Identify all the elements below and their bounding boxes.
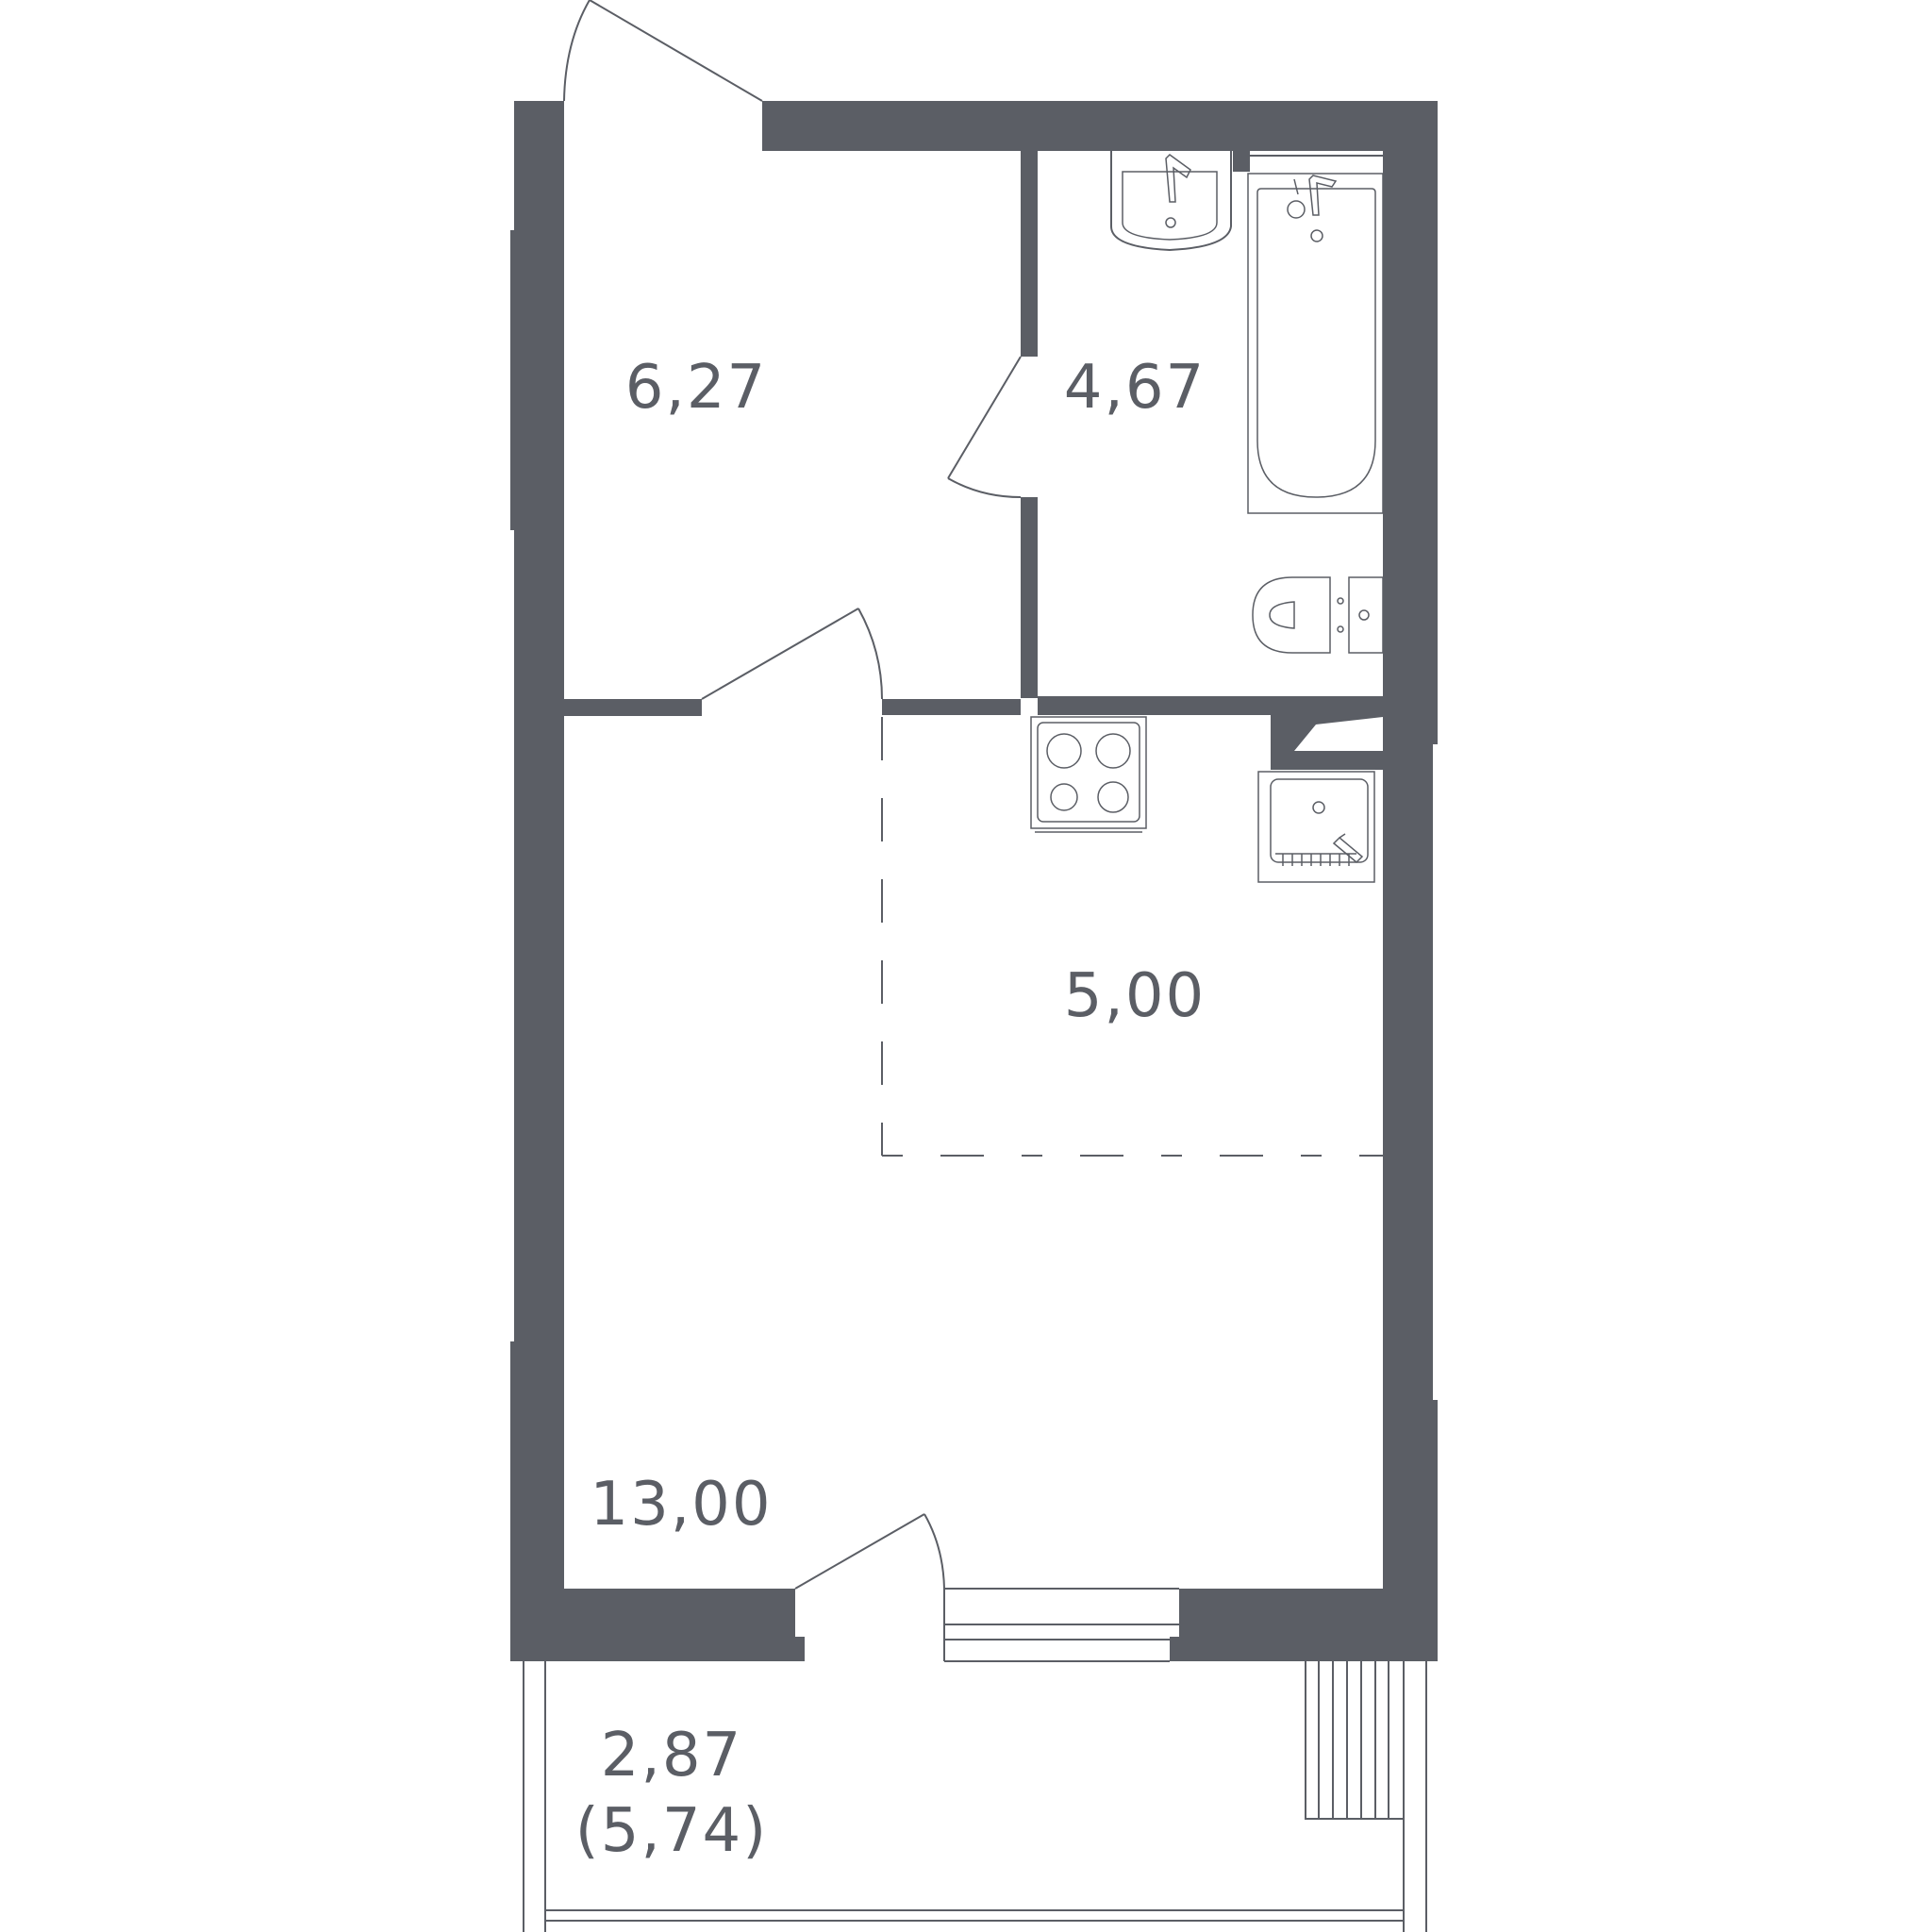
kitchen-sink-bowl [1270, 778, 1369, 863]
washbasin-tap [1165, 154, 1191, 203]
toilet-icon [1252, 576, 1331, 654]
wall-right-upper [1383, 101, 1438, 744]
kitchen-sink-icon [1257, 771, 1375, 883]
balcony [523, 1661, 1427, 1932]
room-door-leaf [701, 608, 859, 700]
wall-left-upper [514, 101, 564, 230]
bathtub-icon [1256, 188, 1376, 498]
toilet-button-3 [1358, 609, 1370, 621]
kitchen-sink-tap [1332, 833, 1364, 864]
stove-burner-1 [1046, 733, 1082, 769]
wall-left-window-1 [510, 230, 564, 530]
toilet-button-2 [1337, 625, 1344, 633]
wall-hall-living-left [564, 699, 702, 716]
entrance-door-leaf [589, 0, 763, 102]
washbasin-bowl [1122, 171, 1218, 241]
kitchen-fixtures [1030, 716, 1375, 883]
bathtub-tap [1293, 175, 1338, 216]
bathtub-drain [1310, 229, 1323, 242]
wall-bath-jamb [1233, 151, 1250, 172]
toilet-button-1 [1337, 597, 1344, 605]
washbasin-drain [1165, 217, 1176, 228]
wall-hall-bath-upper [1021, 151, 1038, 357]
balcony-radiator-icon [1305, 1661, 1404, 1820]
wall-bath-bottom [1038, 696, 1383, 715]
bathroom-area-label: 4,67 [1064, 353, 1206, 423]
bathroom-door-arc [947, 477, 1022, 498]
wall-shaft-bottom [1271, 751, 1383, 770]
stove-burner-3 [1050, 783, 1078, 811]
stove-burner-4 [1097, 781, 1129, 813]
kitchen-sink-drain [1312, 801, 1325, 814]
balcony-door-leaf [794, 1513, 925, 1590]
room-door-arc [857, 608, 883, 700]
toilet-tank [1348, 576, 1384, 654]
wall-bottom-left [514, 1589, 795, 1661]
bathtub-tap-knob [1287, 200, 1306, 219]
kitchen-zone-boundary [881, 717, 1383, 1157]
wall-top [762, 101, 1438, 151]
balcony-area-label: 2,87 [601, 1721, 743, 1790]
doors [563, 0, 1179, 1662]
wall-hall-bath-lower [1021, 497, 1038, 698]
wall-right-middle [1383, 744, 1433, 1400]
wall-bottom-left-jamb [795, 1637, 805, 1661]
stove-burner-2 [1095, 733, 1131, 769]
bathroom-door-leaf [947, 356, 1022, 479]
stove-top [1037, 722, 1140, 823]
kitchen-sink-drainboard [1275, 853, 1356, 866]
hallway-area-label: 6,27 [625, 353, 768, 423]
washbasin-icon [1110, 151, 1232, 252]
kitchen-zone-area-label: 5,00 [1064, 961, 1206, 1031]
wall-bottom-right [1179, 1589, 1438, 1661]
bathtub-rim [1247, 173, 1384, 514]
stove-icon [1030, 716, 1147, 829]
toilet-bowl [1269, 601, 1295, 629]
wall-left-middle [514, 530, 564, 1341]
balcony-door-arc [923, 1513, 945, 1590]
entrance-door-arc [563, 0, 591, 102]
area-labels: 6,27 4,67 5,00 13,00 2,87 (5,74) [575, 353, 1206, 1866]
bathroom-fixtures [1110, 151, 1384, 654]
walls [510, 101, 1438, 1661]
wall-shaft-wedge [1286, 715, 1383, 751]
living-room-area-label: 13,00 [590, 1470, 772, 1540]
wall-hall-living-right [882, 699, 1021, 715]
balcony-full-area-label: (5,74) [575, 1796, 768, 1866]
wall-bottom-right-jamb [1170, 1637, 1179, 1661]
